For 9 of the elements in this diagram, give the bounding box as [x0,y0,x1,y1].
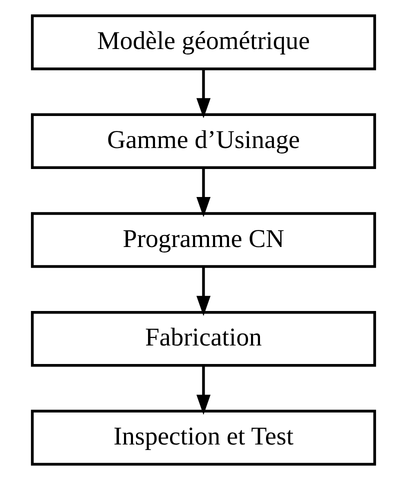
arrow [196,69,210,118]
arrow [196,168,210,218]
node-box: Inspection et Test [30,410,376,466]
node-box: Fabrication [30,310,376,367]
arrow [196,366,210,415]
node-box: Gamme d’Usinage [30,113,376,170]
arrow [196,266,210,316]
node-box: Programme CN [30,212,376,268]
node-box: Modèle géométrique [30,14,376,70]
